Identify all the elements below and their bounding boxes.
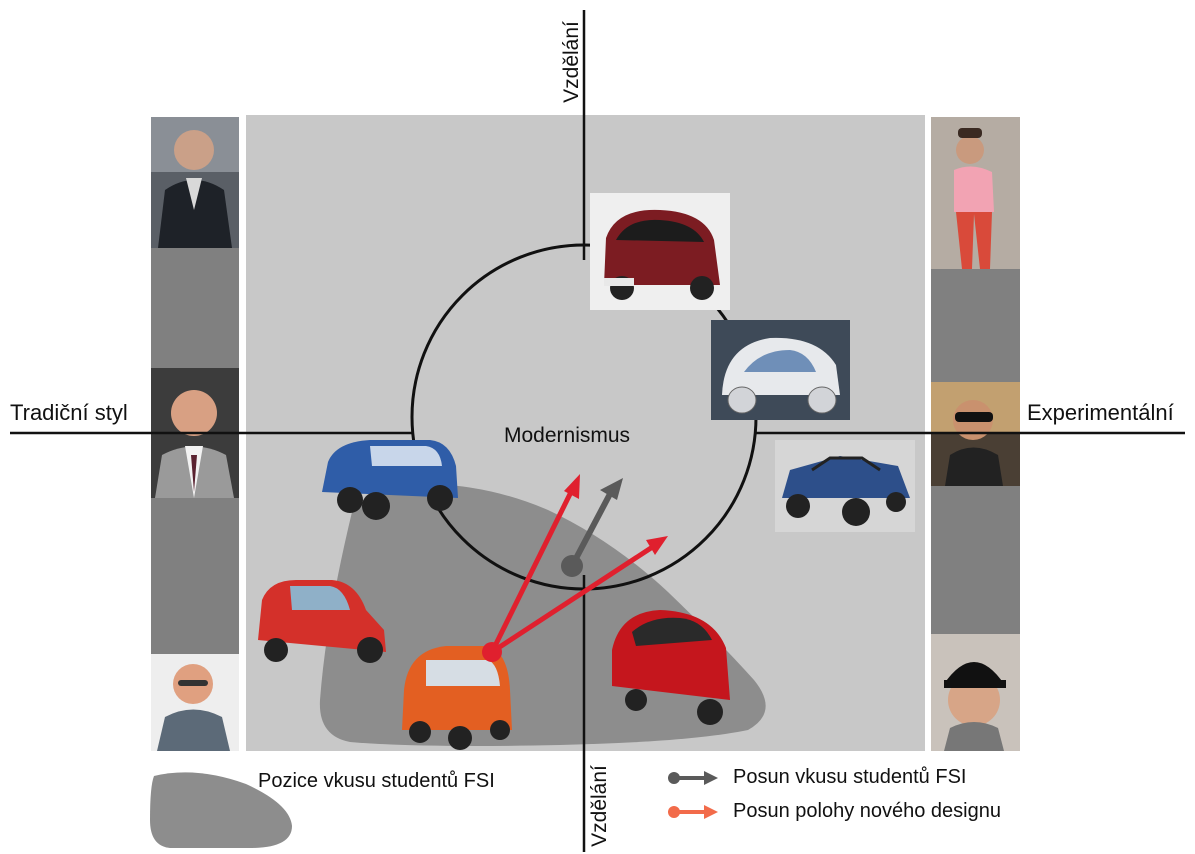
portrait-experimental-top	[931, 117, 1020, 269]
axis-label-traditional: Tradiční styl	[10, 400, 128, 425]
car-buggy-photo	[775, 440, 915, 532]
car-twizy-photo	[711, 320, 850, 420]
axis-label-education-bottom: Vzdělání	[588, 765, 611, 847]
new-design-shift-arrows	[482, 474, 668, 662]
portrait-experimental-bottom	[931, 634, 1020, 751]
legend-gray-arrow	[668, 771, 718, 785]
car-smart-photo	[590, 193, 730, 310]
legend-gray-arrow-label: Posun vkusu studentů FSI	[733, 766, 967, 788]
car-blue-microcar-photo	[322, 440, 458, 520]
car-red-microcar-photo	[258, 580, 386, 663]
legend-zone-swatch	[150, 772, 292, 848]
car-red-egg-photo	[612, 610, 730, 725]
portrait-traditional-bottom	[151, 654, 239, 751]
legend-zone-label: Pozice vkusu studentů FSI	[258, 770, 495, 792]
center-label-modernism: Modernismus	[504, 424, 631, 447]
portrait-traditional-top	[151, 117, 239, 248]
axis-label-education-top: Vzdělání	[560, 21, 583, 103]
legend-red-arrow	[668, 805, 718, 819]
students-taste-shift-arrow	[561, 478, 623, 577]
axis-label-experimental: Experimentální	[1027, 400, 1174, 425]
car-orange-microcar-photo	[402, 646, 512, 750]
legend-red-arrow-label: Posun polohy nového designu	[733, 800, 1001, 822]
